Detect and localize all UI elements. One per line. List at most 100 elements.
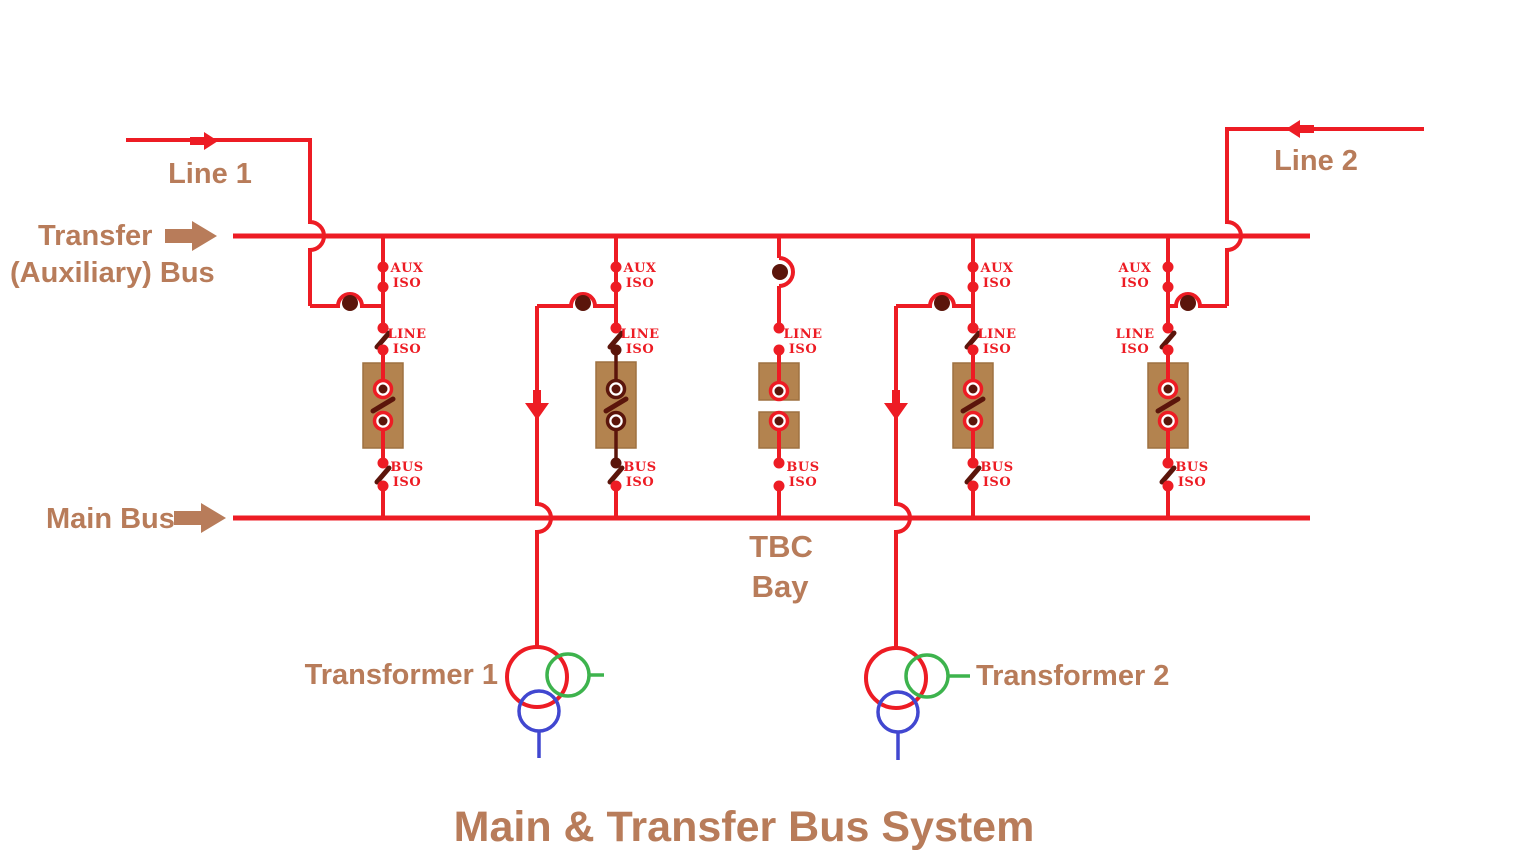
contact-dot	[377, 322, 389, 334]
line-iso-label: ISO	[789, 342, 817, 357]
flow-arrow-right-icon	[190, 132, 218, 150]
main-bus: Main Bus	[46, 503, 1310, 535]
contact-dot	[610, 457, 622, 469]
blade-slash	[1159, 465, 1177, 485]
ct-symbol	[772, 256, 795, 288]
tbc-bay-label-line1: TBC	[749, 529, 813, 564]
breaker-contact-dot	[968, 416, 978, 426]
blade-slash	[1155, 396, 1181, 414]
circuit-breaker	[362, 350, 404, 463]
line-iso-label: LINE	[620, 327, 659, 342]
flow-arrow-down-icon	[525, 390, 549, 420]
diagram-title: Main & Transfer Bus System	[454, 803, 1035, 851]
secondary-winding	[517, 689, 561, 733]
breaker-contact-dot	[378, 416, 388, 426]
bay-line1: AUX ISO LINE ISO BUS ISO	[362, 236, 426, 518]
breaker-contact-dot	[611, 384, 621, 394]
blade-slash	[374, 330, 392, 350]
aux-iso-label: AUX	[979, 261, 1013, 276]
breaker-contact-dot	[378, 384, 388, 394]
bus-iso-label: ISO	[1178, 475, 1206, 490]
blade-slash	[607, 330, 625, 350]
bus-iso-label: BUS	[1175, 460, 1208, 475]
contact-dot	[773, 457, 785, 469]
aux-iso-label: ISO	[983, 276, 1011, 291]
aux-isolator	[610, 261, 622, 293]
breaker-contact-dot	[611, 416, 621, 426]
transformer2-symbol	[864, 646, 970, 760]
bus-iso-label: ISO	[789, 475, 817, 490]
transformer1-label: Transformer 1	[305, 659, 498, 691]
aux-isolator	[1162, 261, 1174, 293]
contact-dot	[1162, 322, 1174, 334]
transfer-bus-label-line1: Transfer	[38, 220, 152, 252]
main-bus-label: Main Bus	[46, 503, 175, 535]
main-bus-arrow-icon	[174, 503, 226, 533]
line2-label: Line 2	[1274, 145, 1358, 177]
primary-winding	[864, 646, 928, 710]
blade-slash	[964, 330, 982, 350]
ct-dot	[575, 295, 591, 311]
aux-iso-label: AUX	[622, 261, 656, 276]
transformer1-branch: Transformer 1	[305, 306, 604, 758]
ct-dot	[934, 295, 950, 311]
bus-iso-label: BUS	[980, 460, 1013, 475]
blade-slash	[603, 396, 629, 414]
transfer-bus-label-line2: (Auxiliary) Bus	[10, 257, 215, 289]
line-iso-label: ISO	[983, 342, 1011, 357]
contact-dot	[967, 322, 979, 334]
ct-dot	[342, 295, 358, 311]
circuit-breaker	[952, 350, 994, 463]
primary-winding	[505, 645, 569, 709]
line1-tap-jumper	[310, 292, 383, 311]
blade-slash	[607, 465, 625, 485]
breaker-contact-dot	[774, 386, 784, 396]
blade-slash	[370, 396, 396, 414]
blade-slash	[960, 396, 986, 414]
ct-dot	[772, 264, 788, 280]
transformer2-tap-jumper	[896, 292, 973, 311]
transfer-bus-arrow-icon	[165, 221, 217, 251]
line2-tap-jumper	[1168, 292, 1227, 311]
line-iso-label: LINE	[387, 327, 426, 342]
breaker-contact-dot	[1163, 416, 1173, 426]
contact-dot	[377, 457, 389, 469]
bus-iso-label: ISO	[626, 475, 654, 490]
wire	[1168, 292, 1227, 308]
transformer2-branch: Transformer 2	[864, 306, 1169, 760]
wire	[896, 292, 973, 308]
breaker-contact-dot	[968, 384, 978, 394]
blade-slash	[964, 465, 982, 485]
bus-iso-label: BUS	[623, 460, 656, 475]
aux-iso-label: AUX	[389, 261, 423, 276]
breaker-contact-dot	[1163, 384, 1173, 394]
bay-transformer2: AUX ISO LINE ISO BUS ISO	[952, 236, 1016, 518]
blade-slash	[374, 465, 392, 485]
contact-dot	[967, 457, 979, 469]
line-iso-label: LINE	[1115, 327, 1154, 342]
bus-iso-label: BUS	[786, 460, 819, 475]
bus-iso-label: ISO	[983, 475, 1011, 490]
wire	[535, 306, 553, 647]
breaker-contact-dot	[774, 416, 784, 426]
aux-iso-label: ISO	[626, 276, 654, 291]
line-isolator	[1159, 322, 1177, 356]
flow-arrow-left-icon	[1286, 120, 1314, 138]
transfer-bus: Transfer (Auxiliary) Bus	[10, 220, 1310, 289]
circuit-breaker	[1147, 350, 1189, 463]
circuit-breaker-open	[758, 350, 800, 463]
wire	[310, 292, 383, 308]
transformer1-tap-jumper	[537, 292, 616, 311]
line-iso-label: LINE	[977, 327, 1016, 342]
contact-dot	[773, 322, 785, 334]
ct-dot	[1180, 295, 1196, 311]
blade-slash	[1159, 330, 1177, 350]
bus-iso-label: ISO	[393, 475, 421, 490]
bus-iso-label: BUS	[390, 460, 423, 475]
aux-iso-label: ISO	[1121, 276, 1149, 291]
wire	[894, 306, 912, 648]
line-iso-label: ISO	[393, 342, 421, 357]
bay-tbc: LINE ISO BUS ISO	[758, 236, 822, 518]
secondary-winding	[876, 690, 920, 734]
